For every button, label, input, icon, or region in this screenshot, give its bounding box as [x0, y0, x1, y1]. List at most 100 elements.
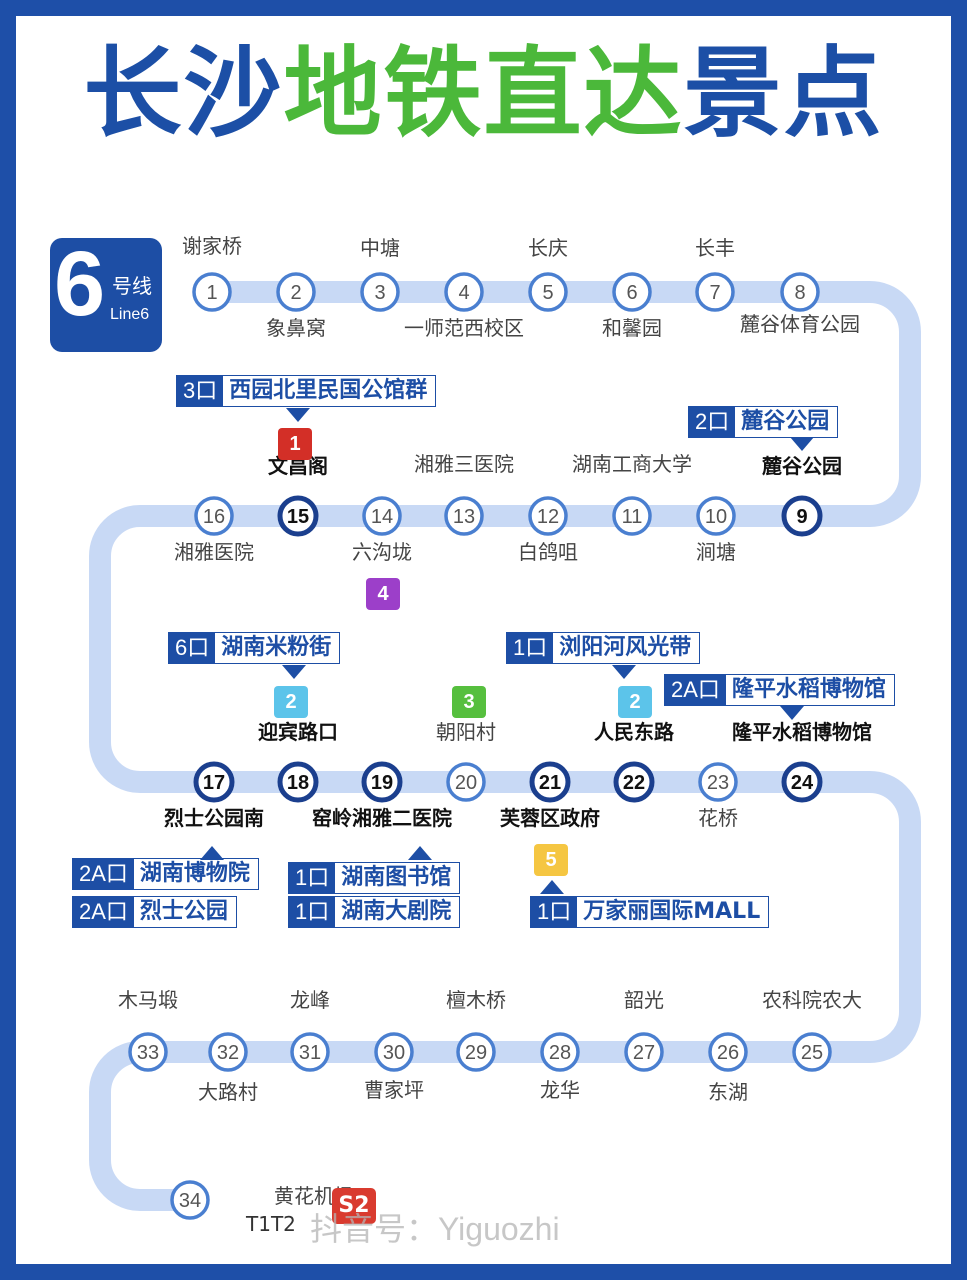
station-circle: [170, 1180, 210, 1220]
station-number: 18: [287, 772, 309, 794]
station-20: 20: [446, 762, 486, 802]
station-name: 麓谷体育公园: [740, 312, 860, 336]
station-number: 27: [633, 1042, 655, 1064]
exit-label: 6口: [169, 633, 216, 663]
attraction-name: 湖南图书馆: [341, 865, 452, 890]
station-circle: [277, 761, 319, 803]
station-name: 隆平水稻博物馆: [732, 720, 872, 744]
title-part-attractions: 景点: [683, 37, 884, 151]
attraction-callout: 6口湖南米粉街: [168, 632, 341, 664]
station-name: 白鸽咀: [518, 540, 578, 564]
attraction-callout: 2A口烈士公园: [72, 896, 237, 928]
attraction-callout: 1口湖南图书馆: [288, 862, 461, 894]
pointer-arrow-icon: [540, 880, 564, 894]
station-name: 东湖: [708, 1080, 748, 1104]
station-circle: [290, 1032, 330, 1072]
station-number: 30: [383, 1042, 405, 1064]
station-number: 17: [203, 772, 225, 794]
station-name: 湖南工商大学: [572, 452, 692, 476]
station-circle: [361, 761, 403, 803]
station-name: 烈士公园南: [164, 806, 264, 830]
station-circle: [192, 272, 232, 312]
station-number: 33: [137, 1042, 159, 1064]
exit-label: 2口: [689, 407, 736, 437]
station-28: 28: [540, 1032, 580, 1072]
attraction-name: 湖南大剧院: [341, 899, 452, 924]
station-circle: [780, 272, 820, 312]
station-name: 韶光: [624, 988, 664, 1012]
station-6: 6: [612, 272, 652, 312]
station-8: 8: [780, 272, 820, 312]
station-name: 迎宾路口: [258, 720, 338, 744]
station-circle: [792, 1032, 832, 1072]
station-circle: [277, 495, 319, 537]
station-5: 5: [528, 272, 568, 312]
airport-badge-label: S2: [338, 1193, 370, 1218]
station-name: 芙蓉区政府: [500, 806, 600, 830]
station-name: 龙华: [540, 1078, 580, 1102]
transfer-line-2-badge: 2: [274, 686, 308, 718]
station-name: 大路村: [198, 1080, 258, 1104]
exit-label: 3口: [177, 376, 224, 406]
station-circle: [276, 272, 316, 312]
transfer-line-3-badge: 3: [452, 686, 486, 718]
attraction-name: 湖南博物院: [139, 861, 250, 886]
station-number: 28: [549, 1042, 571, 1064]
station-number: 5: [542, 282, 553, 304]
station-name: 和馨园: [602, 316, 662, 340]
attraction-callout: 1口湖南大剧院: [288, 896, 461, 928]
station-circle: [360, 272, 400, 312]
station-number: 12: [537, 506, 559, 528]
station-26: 26: [708, 1032, 748, 1072]
station-number: 23: [707, 772, 729, 794]
station-9: 9: [781, 495, 823, 537]
attraction-name: 湖南米粉街: [221, 635, 332, 660]
station-1: 1: [192, 272, 232, 312]
station-name: 农科院农大: [762, 988, 862, 1012]
pointer-arrow-icon: [408, 846, 432, 860]
exit-label: 1口: [289, 863, 336, 893]
station-circle: [208, 1032, 248, 1072]
exit-label: 1口: [531, 897, 578, 927]
station-14: 14: [362, 496, 402, 536]
station-name: 湘雅医院: [174, 540, 254, 564]
station-33: 33: [128, 1032, 168, 1072]
attraction-callout: 3口西园北里民国公馆群: [176, 375, 437, 407]
station-name: 一师范西校区: [404, 316, 524, 340]
station-circle: [612, 272, 652, 312]
station-number: 10: [705, 506, 727, 528]
attraction-callout: 2A口隆平水稻博物馆: [664, 674, 895, 706]
station-12: 12: [528, 496, 568, 536]
line-name-en: Line6: [110, 306, 150, 323]
station-2: 2: [276, 272, 316, 312]
station-name: 六沟垅: [352, 540, 412, 564]
station-circle: [446, 762, 486, 802]
station-name: 龙峰: [290, 988, 330, 1012]
pointer-arrow-icon: [780, 706, 804, 720]
transfer-line-1-badge: 1: [278, 428, 312, 460]
station-3: 3: [360, 272, 400, 312]
pointer-arrow-icon: [286, 408, 310, 422]
station-name: 檀木桥: [446, 988, 506, 1012]
station-number: 8: [794, 282, 805, 304]
station-name: 长庆: [528, 236, 568, 260]
station-29: 29: [456, 1032, 496, 1072]
station-number: 25: [801, 1042, 823, 1064]
station-21: 21: [529, 761, 571, 803]
line-badge: 6 号线 Line6: [50, 233, 162, 352]
station-circle: [193, 761, 235, 803]
exit-label: 2A口: [665, 675, 726, 705]
station-circle: [528, 272, 568, 312]
station-27: 27: [624, 1032, 664, 1072]
station-number: 16: [203, 506, 225, 528]
station-circle: [362, 496, 402, 536]
station-circle: [529, 761, 571, 803]
station-15: 15: [277, 495, 319, 537]
transfer-line-2-badge: 2: [618, 686, 652, 718]
airport-express-badge: S2: [332, 1188, 376, 1224]
station-4: 4: [444, 272, 484, 312]
station-25: 25: [792, 1032, 832, 1072]
station-name: 谢家桥: [182, 234, 242, 258]
